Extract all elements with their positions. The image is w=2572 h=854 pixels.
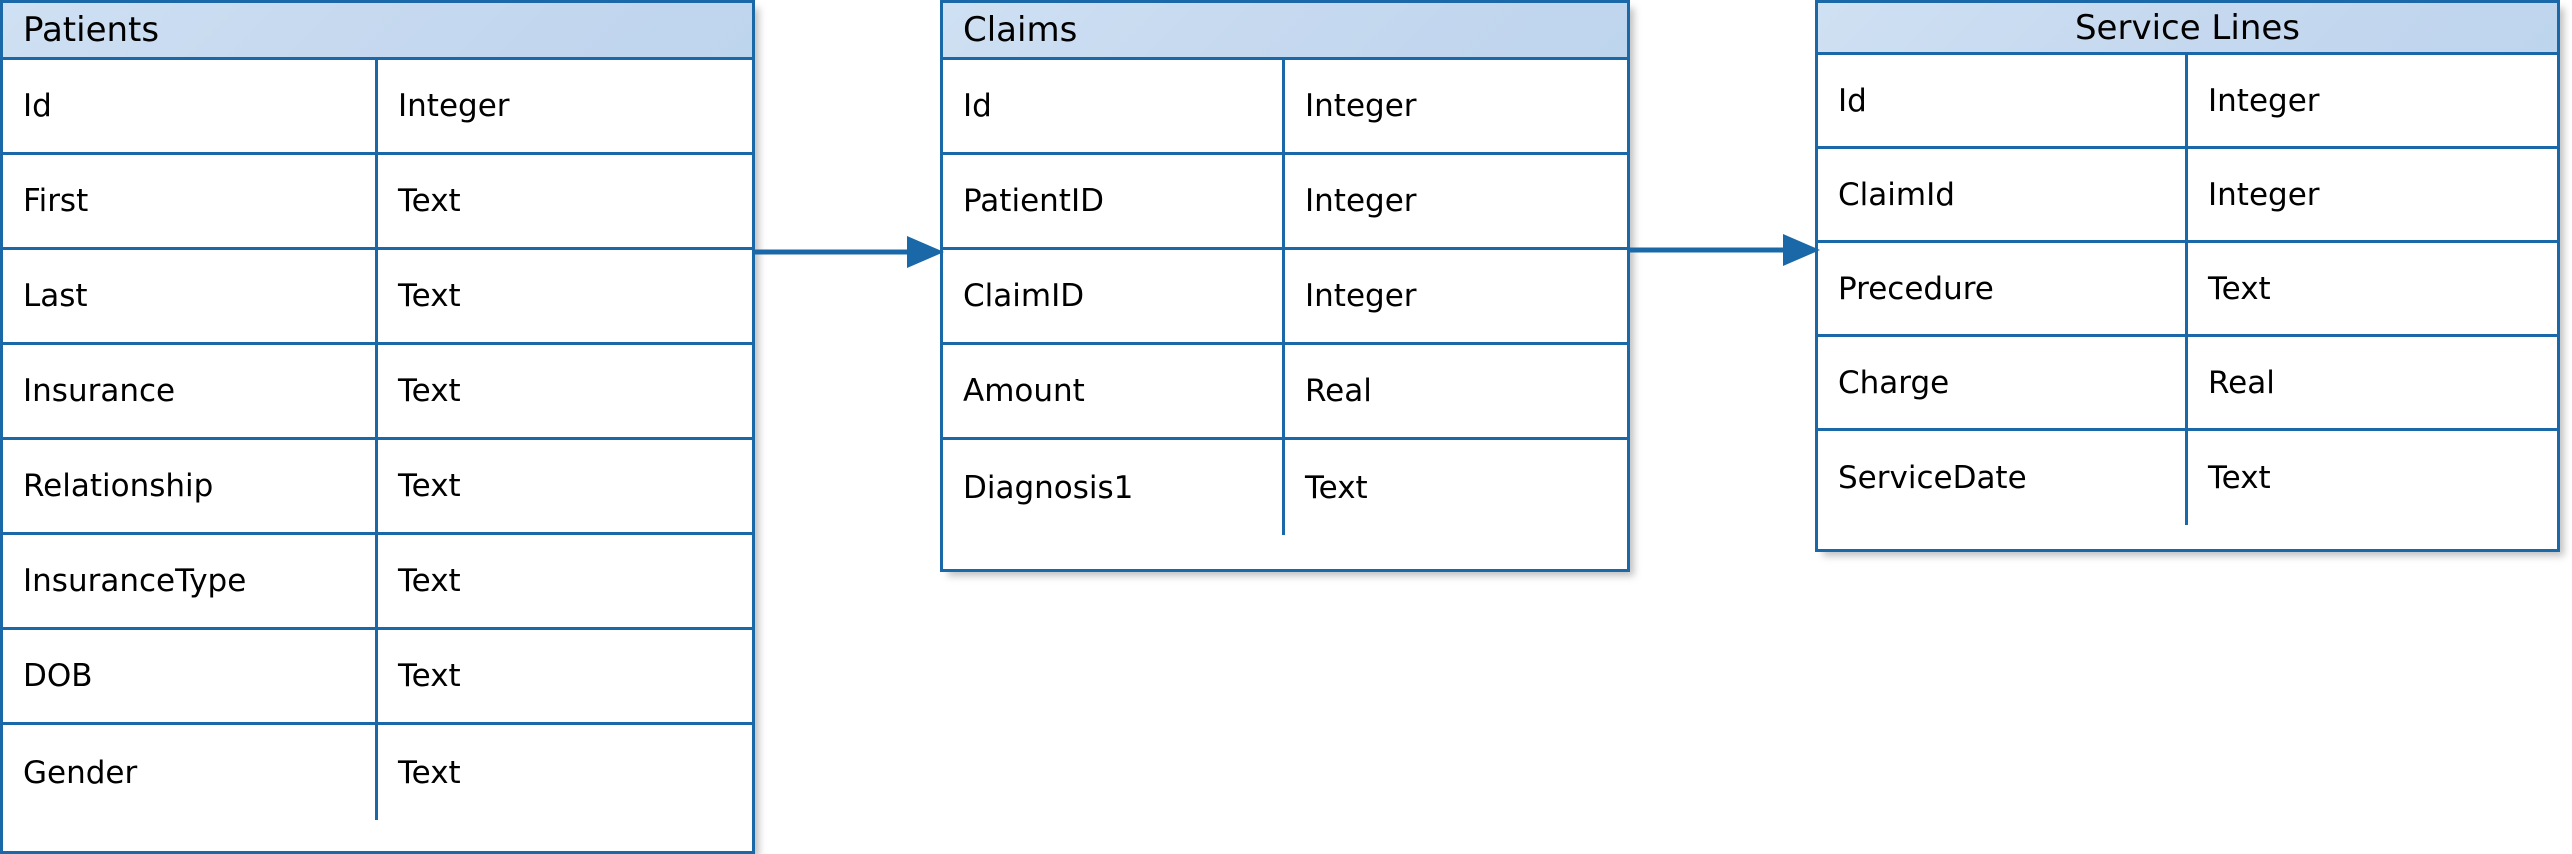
field-name-cell: Id bbox=[3, 60, 378, 152]
field-type-cell: Text bbox=[1305, 469, 1368, 506]
table-row[interactable]: Charge Real bbox=[1818, 337, 2557, 431]
table-row[interactable]: DOB Text bbox=[3, 630, 752, 725]
table-row[interactable]: ClaimID Integer bbox=[943, 250, 1627, 345]
field-type-cell: Integer bbox=[2208, 176, 2320, 213]
field-name-cell: ServiceDate bbox=[1818, 431, 2188, 525]
field-type-cell: Text bbox=[398, 563, 461, 599]
field-type-cell: Integer bbox=[398, 88, 510, 124]
field-name-cell: Gender bbox=[3, 725, 378, 820]
entity-title-claims: Claims bbox=[963, 10, 1078, 50]
field-type-cell: Real bbox=[2208, 364, 2275, 401]
table-row[interactable]: PatientID Integer bbox=[943, 155, 1627, 250]
table-row[interactable]: InsuranceType Text bbox=[3, 535, 752, 630]
field-type-cell: Text bbox=[398, 278, 461, 314]
field-name-cell: Relationship bbox=[3, 440, 378, 532]
field-type-cell: Integer bbox=[2208, 82, 2320, 119]
field-name-cell: Last bbox=[3, 250, 378, 342]
field-name-cell: Id bbox=[943, 60, 1285, 152]
field-type-cell: Text bbox=[398, 754, 461, 791]
field-name-cell: First bbox=[3, 155, 378, 247]
table-row[interactable]: Gender Text bbox=[3, 725, 752, 820]
field-type-cell: Real bbox=[1305, 373, 1372, 409]
field-type-cell: Text bbox=[398, 373, 461, 409]
field-type-cell: Text bbox=[398, 468, 461, 504]
field-name-cell: ClaimID bbox=[943, 250, 1285, 342]
field-type-cell: Text bbox=[398, 658, 461, 694]
field-name-cell: Insurance bbox=[3, 345, 378, 437]
table-row[interactable]: Id Integer bbox=[3, 60, 752, 155]
field-name-cell: ClaimId bbox=[1818, 149, 2188, 240]
table-row[interactable]: First Text bbox=[3, 155, 752, 250]
table-row[interactable]: Precedure Text bbox=[1818, 243, 2557, 337]
field-name-cell: Amount bbox=[943, 345, 1285, 437]
entity-header-claims: Claims bbox=[943, 3, 1627, 60]
entity-rows-service-lines: Id Integer ClaimId Integer Precedure Tex… bbox=[1818, 55, 2557, 525]
table-row[interactable]: ServiceDate Text bbox=[1818, 431, 2557, 525]
field-name-cell: Id bbox=[1818, 55, 2188, 146]
table-row[interactable]: Diagnosis1 Text bbox=[943, 440, 1627, 535]
field-type-cell: Integer bbox=[1305, 278, 1417, 314]
table-row[interactable]: Relationship Text bbox=[3, 440, 752, 535]
table-row[interactable]: ClaimId Integer bbox=[1818, 149, 2557, 243]
field-type-cell: Text bbox=[2208, 270, 2271, 307]
field-name-cell: InsuranceType bbox=[3, 535, 378, 627]
relationship-arrow-patients-to-claims bbox=[752, 232, 948, 272]
field-name-cell: Charge bbox=[1818, 337, 2188, 428]
table-row[interactable]: Insurance Text bbox=[3, 345, 752, 440]
entity-title-patients: Patients bbox=[23, 10, 160, 50]
table-row[interactable]: Amount Real bbox=[943, 345, 1627, 440]
field-type-cell: Text bbox=[398, 183, 461, 219]
table-row[interactable]: Last Text bbox=[3, 250, 752, 345]
field-name-cell: DOB bbox=[3, 630, 378, 722]
field-type-cell: Integer bbox=[1305, 88, 1417, 124]
field-name-cell: Precedure bbox=[1818, 243, 2188, 334]
entity-title-service-lines: Service Lines bbox=[2074, 7, 2301, 48]
relationship-arrow-claims-to-service-lines bbox=[1628, 230, 1824, 270]
field-name-cell: PatientID bbox=[943, 155, 1285, 247]
entity-rows-patients: Id Integer First Text Last Text Insuranc… bbox=[3, 60, 752, 820]
field-type-cell: Integer bbox=[1305, 183, 1417, 219]
table-row[interactable]: Id Integer bbox=[943, 60, 1627, 155]
field-type-cell: Text bbox=[2208, 460, 2271, 496]
entity-header-patients: Patients bbox=[3, 3, 752, 60]
entity-header-service-lines: Service Lines bbox=[1818, 3, 2557, 55]
entity-rows-claims: Id Integer PatientID Integer ClaimID Int… bbox=[943, 60, 1627, 535]
entity-table-service-lines[interactable]: Service Lines Id Integer ClaimId Integer… bbox=[1815, 0, 2560, 552]
field-name-cell: Diagnosis1 bbox=[943, 440, 1285, 535]
entity-table-patients[interactable]: Patients Id Integer First Text Last Text… bbox=[0, 0, 755, 854]
entity-table-claims[interactable]: Claims Id Integer PatientID Integer Clai… bbox=[940, 0, 1630, 572]
table-row[interactable]: Id Integer bbox=[1818, 55, 2557, 149]
